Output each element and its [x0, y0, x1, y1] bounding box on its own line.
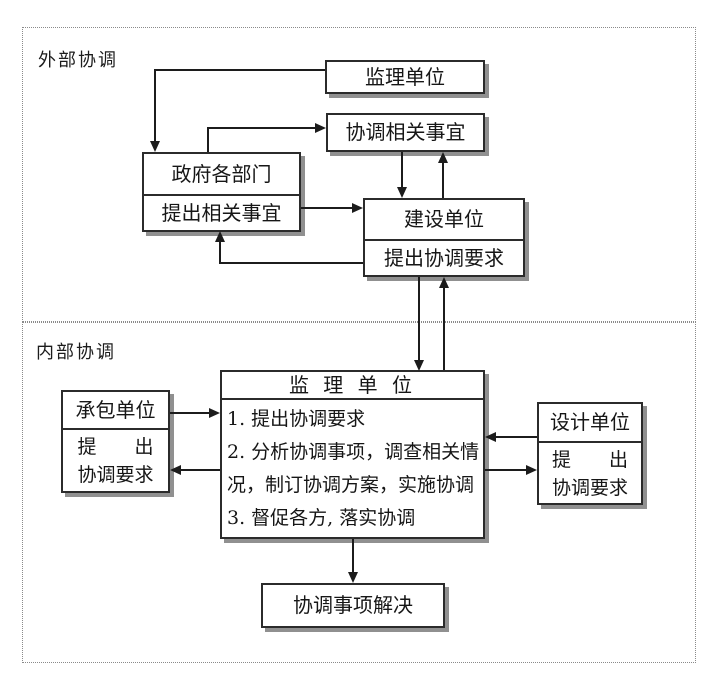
- arrow-supervision-to-design-head: [526, 465, 537, 475]
- task-item-2: 2. 分析协调事项，调查相关情况，制订协调方案，实施协调: [227, 441, 480, 496]
- arrow-government-to-construction-head: [352, 203, 363, 213]
- arrow-matters-to-construction-line: [401, 152, 403, 188]
- box-contractor-unit: 承包单位 提 出 协调要求: [61, 390, 170, 493]
- arrow-government-to-construction-line: [301, 207, 352, 209]
- task-item-3: 3. 督促各方, 落实协调: [227, 507, 416, 529]
- arrow-supervision-to-government-head: [150, 141, 160, 152]
- arrow-supervision-to-contractor-line: [180, 469, 220, 471]
- arrow-construction-to-internal-line: [418, 277, 420, 361]
- arrow-supervision-to-government-hline: [155, 69, 325, 71]
- arrow-government-to-matters-head: [315, 123, 326, 133]
- box-action: 提出协调要求: [365, 239, 523, 275]
- box-title: 设计单位: [550, 410, 630, 434]
- box-action-line2: 协调要求: [551, 477, 628, 499]
- internal-section-frame: [22, 322, 696, 663]
- box-task-list: 1. 提出协调要求 2. 分析协调事项，调查相关情况，制订协调方案，实施协调 3…: [222, 398, 483, 539]
- box-government-departments: 政府各部门 提出相关事宜: [142, 152, 301, 232]
- box-action: 提 出 协调要求: [63, 428, 168, 494]
- box-title: 协调事项解决: [293, 593, 413, 617]
- box-action-line1: 提 出: [551, 449, 628, 471]
- arrow-construction-to-matters-line: [442, 162, 444, 198]
- box-design-unit: 设计单位 提 出 协调要求: [537, 402, 643, 505]
- arrow-supervision-to-contractor-head: [170, 465, 181, 475]
- arrow-design-to-supervision-line: [495, 436, 537, 438]
- box-action-line1: 提 出: [77, 436, 154, 458]
- arrow-supervision-to-government-vline: [154, 69, 156, 141]
- box-action-line2: 协调要求: [77, 464, 154, 486]
- arrow-construction-to-government-head: [215, 231, 225, 242]
- box-resolution: 协调事项解决: [261, 583, 445, 628]
- external-section-frame: [22, 27, 696, 322]
- arrow-internal-to-construction-head: [439, 277, 449, 288]
- box-supervision-external: 监理单位: [325, 60, 485, 94]
- arrow-matters-to-construction-head: [397, 187, 407, 198]
- arrow-supervision-to-design-line: [485, 469, 527, 471]
- arrow-construction-to-government-vline: [219, 241, 221, 263]
- box-title: 监 理 单 位: [288, 373, 417, 397]
- arrow-contractor-to-supervision-head: [209, 408, 220, 418]
- box-title: 协调相关事宜: [345, 120, 466, 144]
- box-title: 承包单位: [75, 398, 156, 422]
- arrow-contractor-to-supervision-line: [170, 412, 210, 414]
- arrow-internal-to-construction-line: [443, 287, 445, 370]
- box-construction-unit: 建设单位 提出协调要求: [363, 198, 525, 277]
- box-action: 提 出 协调要求: [539, 441, 641, 506]
- arrow-construction-to-internal-head: [414, 360, 424, 371]
- arrow-government-to-matters-hline: [207, 127, 315, 129]
- arrow-government-to-matters-vline: [207, 127, 209, 152]
- internal-section-label: 内部协调: [36, 342, 116, 363]
- box-title: 建设单位: [404, 207, 484, 231]
- box-supervision-internal: 监 理 单 位 1. 提出协调要求 2. 分析协调事项，调查相关情况，制订协调方…: [220, 370, 485, 539]
- task-item-1: 1. 提出协调要求: [227, 408, 366, 430]
- arrow-supervision-to-resolution-head: [348, 572, 358, 583]
- box-title: 监理单位: [365, 65, 445, 89]
- external-section-label: 外部协调: [38, 50, 118, 71]
- box-title: 政府各部门: [171, 162, 272, 186]
- arrow-construction-to-government-hline: [219, 262, 363, 264]
- box-coordination-matters: 协调相关事宜: [326, 113, 485, 152]
- arrow-design-to-supervision-head: [485, 432, 496, 442]
- arrow-supervision-to-resolution-line: [352, 539, 354, 573]
- arrow-construction-to-matters-head: [438, 152, 448, 163]
- box-action: 提出相关事宜: [144, 194, 299, 230]
